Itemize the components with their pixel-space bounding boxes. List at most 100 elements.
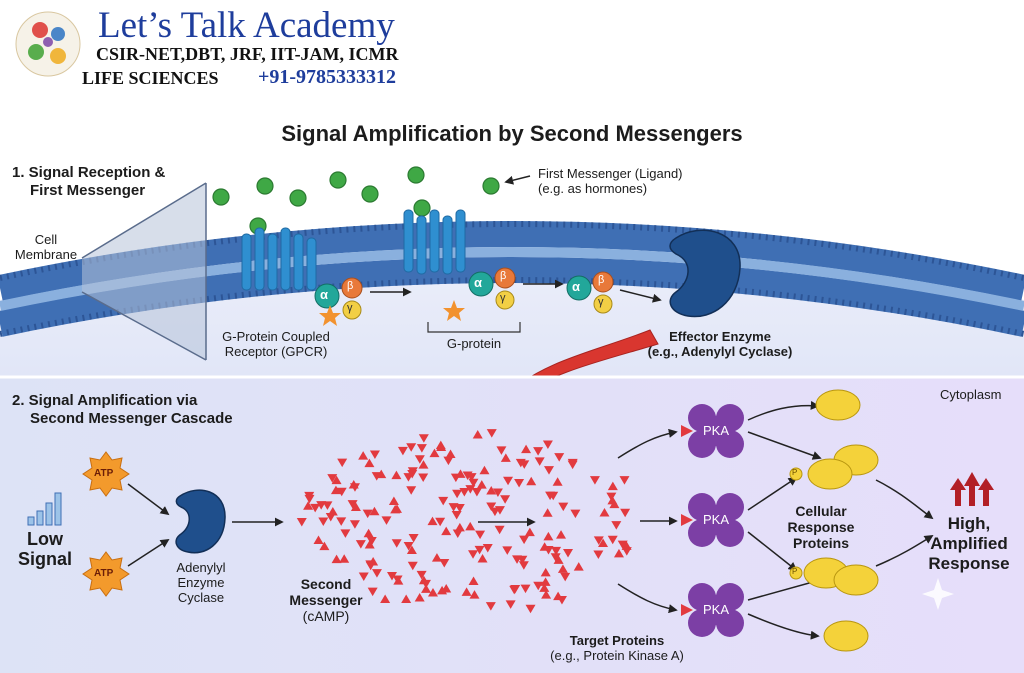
camp-molecule [599,507,610,517]
camp-molecule [563,548,574,558]
camp-molecule [443,456,454,466]
camp-molecule [397,446,408,456]
atp-label-bottom: ATP [94,568,114,579]
camp-molecule [391,504,402,513]
gpcr-receptor-activated [403,209,466,275]
zoom-cone [82,183,206,360]
camp-molecule [368,557,379,566]
low-signal-label: Low Signal [17,529,72,569]
camp-molecule [450,473,461,483]
camp-molecule [459,488,470,497]
camp-molecule [331,554,342,564]
camp-molecule [539,583,550,592]
camp-molecule [388,496,399,506]
camp-molecule [325,512,336,522]
camp-molecule [348,480,359,489]
brand-title: Let’s Talk Academy [98,5,395,46]
camp-molecule [358,572,369,581]
camp-molecule [339,554,350,563]
gpcr-label: G-Protein Coupled Receptor (GPCR) [222,329,330,359]
amplified-response-label: High, Amplified Response [928,514,1010,573]
camp-molecule [461,587,472,596]
camp-molecule [296,517,307,527]
camp-molecule [593,550,604,560]
camp-molecule [593,536,604,545]
camp-molecule [355,540,366,549]
section2-heading: 2. Signal Amplification via Second Messe… [12,392,233,427]
camp-molecule [391,539,402,548]
camp-molecule [454,503,465,513]
camp-molecule [416,444,427,453]
camp-molecule [477,554,488,563]
sparkle-icon [922,578,954,610]
ligand-molecules [212,166,500,235]
camp-molecule [540,577,551,586]
camp-molecule [620,508,631,518]
camp-molecule [541,590,552,599]
beta-label-1: β [347,280,354,292]
academy-logo [15,11,81,77]
camp-molecule [319,541,330,551]
camp-molecule [441,526,452,536]
camp-molecules [296,429,632,614]
camp-molecule [468,576,479,586]
camp-molecule [366,537,377,546]
camp-molecule [617,540,628,550]
camp-molecule [486,429,497,438]
camp-molecule [418,434,429,443]
adenylyl-cyclase-enzyme [175,489,226,554]
amplified-up-arrows-icon [950,472,994,506]
camp-molecule [349,520,360,529]
alpha-label-2: α [474,275,482,290]
camp-molecule [540,567,551,577]
camp-molecule [445,449,456,459]
camp-molecule [414,455,425,464]
camp-molecule [556,595,567,605]
camp-molecule [476,480,487,489]
camp-molecule [485,602,496,611]
pka-kinase-bottom [688,583,744,637]
camp-molecule [406,443,417,452]
camp-molecule [416,570,427,580]
camp-molecule [465,521,476,531]
camp-molecule [558,502,569,512]
camp-molecule [408,533,419,543]
camp-molecule [525,604,536,614]
camp-molecule [479,465,490,475]
phosphate-label-2: P [792,567,798,576]
camp-molecule [437,585,448,595]
camp-molecule [482,544,493,553]
camp-molecule [519,535,530,545]
camp-molecule [435,517,446,527]
camp-molecule [533,447,544,456]
camp-molecule [371,472,382,481]
camp-molecule [553,555,564,564]
camp-molecule [401,594,412,603]
camp-molecule [533,581,544,591]
camp-molecule [337,458,348,468]
pka-kinase-middle [688,493,744,547]
camp-molecule [619,476,630,485]
camp-molecule [500,495,511,504]
camp-molecule [542,508,553,517]
response-protein-3 [803,557,879,596]
cell-membrane-label: Cell Membrane [14,232,78,262]
camp-molecule [502,546,513,555]
camp-molecule [542,440,553,450]
camp-molecule [391,470,402,480]
phosphate-label-1: P [792,468,798,477]
camp-molecule [486,502,497,511]
camp-molecule [545,491,556,501]
camp-molecule [609,499,620,509]
target-proteins-label: Target Proteins (e.g., Protein Kinase A) [550,633,684,663]
camp-molecule [514,479,525,488]
camp-molecule [606,492,617,502]
camp-molecule [475,530,486,540]
camp-molecule [543,531,554,541]
beta-label-3: β [598,274,605,286]
camp-molecule [607,481,618,491]
atp-label-top: ATP [94,468,114,479]
camp-molecule [313,535,324,545]
adenylyl-enzyme-label: Adenylyl Enzyme Cyclase [176,560,226,605]
camp-molecule [509,585,520,595]
